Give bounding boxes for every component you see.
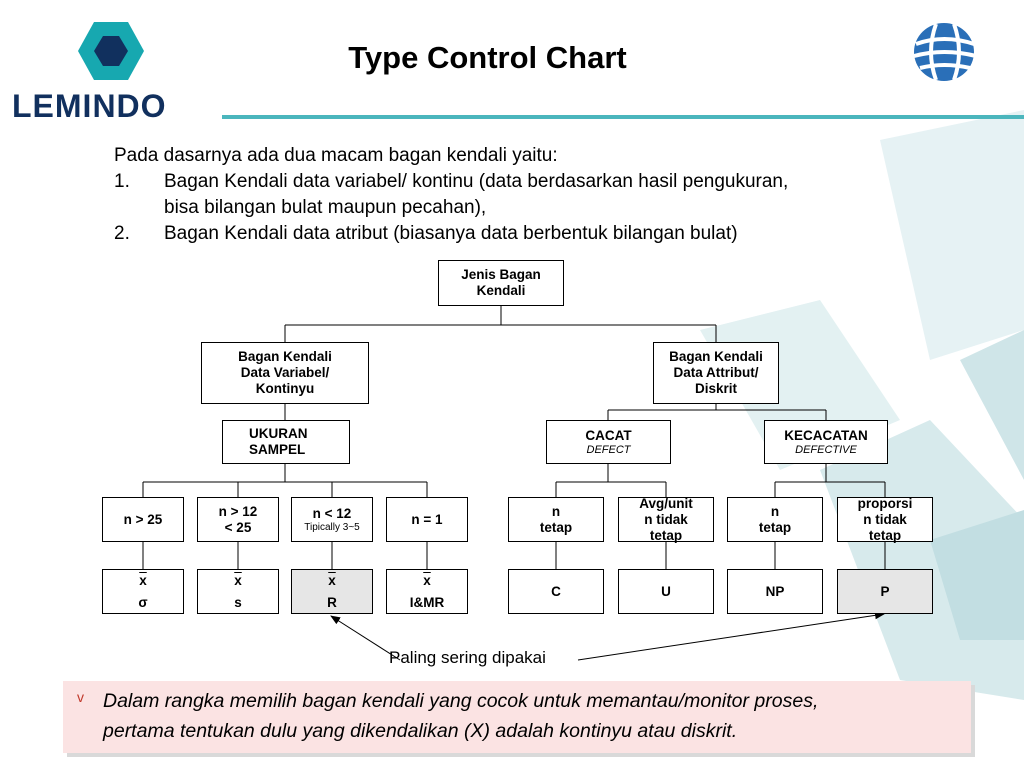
- node-label: Bagan Kendali: [669, 349, 763, 364]
- node-label: Kontinyu: [255, 381, 315, 396]
- intro-item-number: 2.: [114, 223, 130, 244]
- node-sublabel: Tipically 3~5: [304, 521, 360, 533]
- chart-symbol-top: x: [139, 572, 147, 588]
- chart-symbol: U: [661, 583, 671, 599]
- node-label: n tidak: [644, 511, 688, 527]
- intro-text: Pada dasarnya ada dua macam bagan kendal…: [114, 143, 788, 247]
- node-defect: CACAT DEFECT: [546, 420, 671, 464]
- node-n-tetap-c: n tetap: [508, 497, 604, 542]
- node-label: n = 1: [411, 511, 443, 527]
- chart-symbol-bottom: σ: [138, 594, 148, 610]
- intro-item-number: 1.: [114, 171, 130, 192]
- globe-icon: [913, 23, 977, 81]
- chart-type-xbar-s: x s: [197, 569, 279, 614]
- node-label: n > 12: [218, 503, 258, 519]
- chart-symbol-top: x: [328, 572, 336, 588]
- node-attribute-data: Bagan Kendali Data Attribut/ Diskrit: [653, 342, 779, 404]
- node-label: Bagan Kendali: [238, 349, 332, 364]
- node-label: tetap: [649, 527, 683, 543]
- intro-item-text: Bagan Kendali data variabel/ kontinu (da…: [164, 169, 788, 221]
- node-label: KECACATAN: [784, 428, 868, 443]
- node-label: Kendali: [476, 283, 526, 298]
- chart-type-imr: x I&MR: [386, 569, 468, 614]
- node-label: tetap: [539, 519, 573, 535]
- node-label: CACAT: [585, 428, 632, 443]
- node-jenis-bagan-kendali: Jenis Bagan Kendali: [438, 260, 564, 306]
- node-label: UKURAN: [249, 426, 308, 441]
- chart-symbol-bottom: I&MR: [409, 594, 445, 610]
- node-defective: KECACATAN DEFECTIVE: [764, 420, 888, 464]
- bullet-icon: v: [77, 689, 84, 705]
- node-sublabel: DEFECTIVE: [795, 444, 857, 456]
- node-n-gt-25: n > 25: [102, 497, 184, 542]
- chart-type-xbar-sigma: x σ: [102, 569, 184, 614]
- page-title: Type Control Chart: [348, 40, 627, 75]
- node-n-12-25: n > 12 < 25: [197, 497, 279, 542]
- node-label: tetap: [758, 519, 792, 535]
- chart-type-p: P: [837, 569, 933, 614]
- node-n-tetap-np: n tetap: [727, 497, 823, 542]
- chart-symbol-bottom: s: [234, 594, 242, 610]
- chart-symbol: C: [551, 583, 561, 599]
- chart-type-np: NP: [727, 569, 823, 614]
- chart-type-c: C: [508, 569, 604, 614]
- intro-item-line: Bagan Kendali data variabel/ kontinu (da…: [164, 171, 789, 192]
- node-label: n tidak: [863, 511, 907, 527]
- node-n-eq-1: n = 1: [386, 497, 468, 542]
- node-label: n: [770, 503, 780, 519]
- chart-type-u: U: [618, 569, 714, 614]
- node-label: n > 25: [123, 511, 163, 527]
- callout-box: v Dalam rangka memilih bagan kendali yan…: [63, 681, 971, 753]
- node-proporsi: proporsi n tidak tetap: [837, 495, 933, 543]
- chart-symbol: P: [880, 583, 890, 599]
- chart-symbol-top: x: [423, 572, 431, 588]
- intro-item: 2. Bagan Kendali data atribut (biasanya …: [114, 221, 788, 247]
- lemindo-logo-text: LEMINDO: [12, 88, 167, 124]
- node-label: Avg/unit: [639, 495, 693, 511]
- node-label: Jenis Bagan: [461, 267, 541, 282]
- node-sample-size: UKURAN SAMPEL: [222, 420, 350, 464]
- node-avg-unit: Avg/unit n tidak tetap: [618, 495, 714, 543]
- node-label: SAMPEL: [249, 442, 306, 457]
- callout-line: Dalam rangka memilih bagan kendali yang …: [103, 690, 819, 712]
- node-variable-data: Bagan Kendali Data Variabel/ Kontinyu: [201, 342, 369, 404]
- node-n-lt-12: n < 12 Tipically 3~5: [291, 497, 373, 542]
- node-label: < 25: [224, 519, 252, 535]
- header-rule: [222, 115, 1024, 119]
- node-label: Diskrit: [694, 381, 738, 396]
- node-sublabel: DEFECT: [586, 444, 631, 456]
- intro-item-line: bisa bilangan bulat maupun pecahan),: [164, 197, 487, 218]
- chart-symbol: NP: [765, 583, 785, 599]
- intro-item-text: Bagan Kendali data atribut (biasanya dat…: [164, 223, 738, 244]
- node-label: tetap: [868, 527, 902, 543]
- most-used-note: Paling sering dipakai: [389, 648, 546, 667]
- chart-symbol-bottom: R: [327, 594, 337, 610]
- node-label: n: [551, 503, 561, 519]
- lemindo-logo-icon: [78, 22, 144, 80]
- node-label: Data Variabel/: [240, 365, 330, 380]
- callout-text: Dalam rangka memilih bagan kendali yang …: [103, 686, 963, 746]
- chart-symbol-top: x: [234, 572, 242, 588]
- node-label: Data Attribut/: [673, 365, 759, 380]
- node-label: n < 12: [312, 505, 352, 521]
- chart-type-xbar-r: x R: [291, 569, 373, 614]
- intro-lead: Pada dasarnya ada dua macam bagan kendal…: [114, 145, 558, 166]
- intro-item: 1. Bagan Kendali data variabel/ kontinu …: [114, 169, 788, 221]
- callout-line: pertama tentukan dulu yang dikendalikan …: [103, 720, 738, 742]
- node-label: proporsi: [857, 495, 913, 511]
